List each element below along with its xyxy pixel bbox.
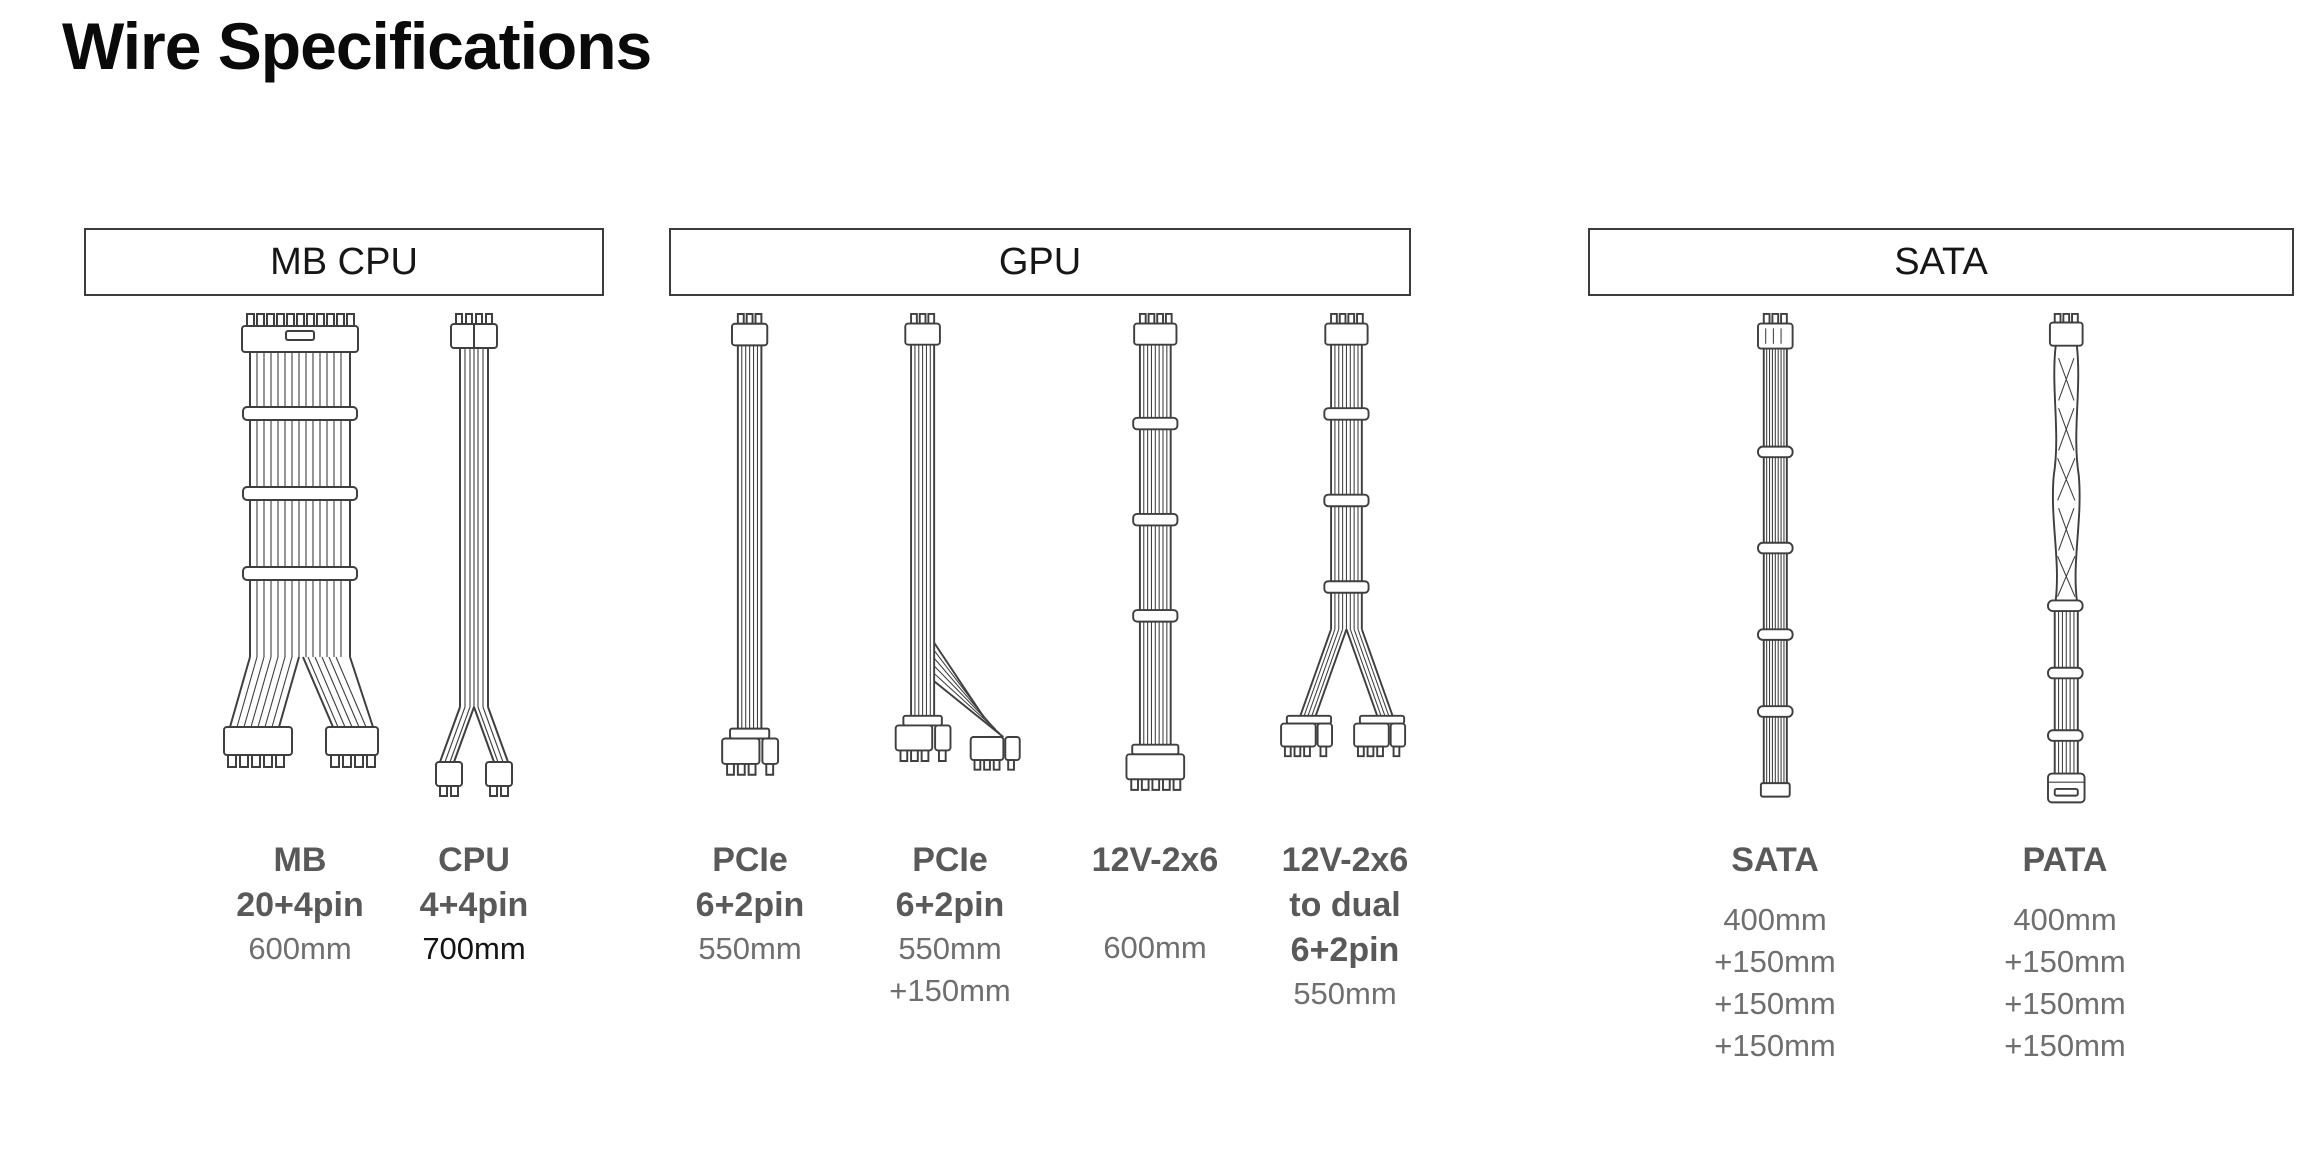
group-header-mb-cpu: MB CPU <box>84 228 604 296</box>
cable-size-line: +150mm <box>2004 944 2126 980</box>
cable-size-line: +150mm <box>2004 986 2126 1022</box>
cable-label-pcie: PCIe 6+2pin 550mm <box>620 838 880 970</box>
cable-12v-2x6: 12V-2x6 600mm <box>1025 312 1285 969</box>
cable-label-pata: PATA 400mm +150mm +150mm +150mm <box>1935 838 2195 1068</box>
cable-name-line: 20+4pin <box>236 885 364 924</box>
cpu-cable-illustration <box>435 313 513 797</box>
cable-label-cpu: CPU 4+4pin 700mm <box>344 838 604 970</box>
cable-name-line: 12V-2x6 <box>1281 841 1409 879</box>
cable-name-line: CPU <box>438 841 510 879</box>
pcie-cable-illustration <box>721 312 780 776</box>
12v-2x6-cable-illustration <box>1125 312 1185 791</box>
cable-label-mb: MB 20+4pin 600mm <box>170 838 430 970</box>
12v-2x6-dual-cable-illustration <box>1280 312 1407 758</box>
cable-size-line: 600mm <box>248 930 352 966</box>
cable-size-line: 600mm <box>1103 929 1207 965</box>
mb-cable-illustration <box>223 313 379 768</box>
group-label-gpu: GPU <box>998 240 1082 283</box>
cable-pata: PATA 400mm +150mm +150mm +150mm <box>1935 312 2195 1068</box>
cable-label-12v-2x6: 12V-2x6 600mm <box>1025 838 1285 969</box>
cable-label-pcie-daisy: PCIe 6+2pin 550mm +150mm <box>820 838 1080 1012</box>
cable-name-line: to dual <box>1289 885 1401 924</box>
group-label-sata: SATA <box>1894 240 1988 283</box>
cable-size-line: +150mm <box>2004 1028 2126 1064</box>
cable-size-line: +150mm <box>1714 986 1836 1022</box>
cable-name-line: MB <box>273 841 327 879</box>
cable-mb-20-4pin: MB 20+4pin 600mm <box>170 312 430 970</box>
cable-pcie-6-2pin: PCIe 6+2pin 550mm <box>620 312 880 970</box>
cable-pcie-6-2pin-daisy: PCIe 6+2pin 550mm +150mm <box>820 312 1080 1012</box>
cable-sata: SATA 400mm +150mm +150mm +150mm <box>1645 312 1905 1068</box>
cable-label-sata: SATA 400mm +150mm +150mm +150mm <box>1645 838 1905 1068</box>
cable-size-line: +150mm <box>1714 944 1836 980</box>
cable-size-line: +150mm <box>1714 1028 1836 1064</box>
cable-name-line: 4+4pin <box>419 885 529 924</box>
group-header-gpu: GPU <box>669 228 1411 296</box>
cable-name-line: PATA <box>2022 841 2108 879</box>
cable-name-line: 12V-2x6 <box>1091 841 1219 879</box>
cable-size-line: 550mm <box>698 930 802 966</box>
page-title: Wire Specifications <box>62 9 652 83</box>
cable-name-line: PCIe <box>912 841 988 879</box>
group-label-mb-cpu: MB CPU <box>270 240 418 283</box>
sata-cable-illustration <box>1756 312 1794 798</box>
cable-name-line: PCIe <box>712 841 788 879</box>
cable-size-line: +150mm <box>889 972 1011 1008</box>
cable-name-line: 6+2pin <box>1290 930 1400 969</box>
cable-name-line: 6+2pin <box>895 885 1005 924</box>
cable-size-line: 400mm <box>2013 901 2117 937</box>
cable-size-line: 550mm <box>1293 975 1397 1011</box>
cable-12v-2x6-dual: 12V-2x6 to dual 6+2pin 550mm <box>1215 312 1475 1015</box>
cable-size-line: 400mm <box>1723 901 1827 937</box>
pata-cable-illustration <box>2046 312 2086 804</box>
cable-name-line: 6+2pin <box>695 885 805 924</box>
cable-size-line: 700mm <box>422 930 526 966</box>
cable-size-line: 550mm <box>898 930 1002 966</box>
cable-cpu-4-4pin: CPU 4+4pin 700mm <box>344 312 604 970</box>
cable-label-12v-2x6-dual: 12V-2x6 to dual 6+2pin 550mm <box>1215 838 1475 1015</box>
pcie-daisy-cable-illustration <box>895 312 1022 771</box>
cable-name-line: SATA <box>1731 841 1819 879</box>
group-header-sata: SATA <box>1588 228 2294 296</box>
